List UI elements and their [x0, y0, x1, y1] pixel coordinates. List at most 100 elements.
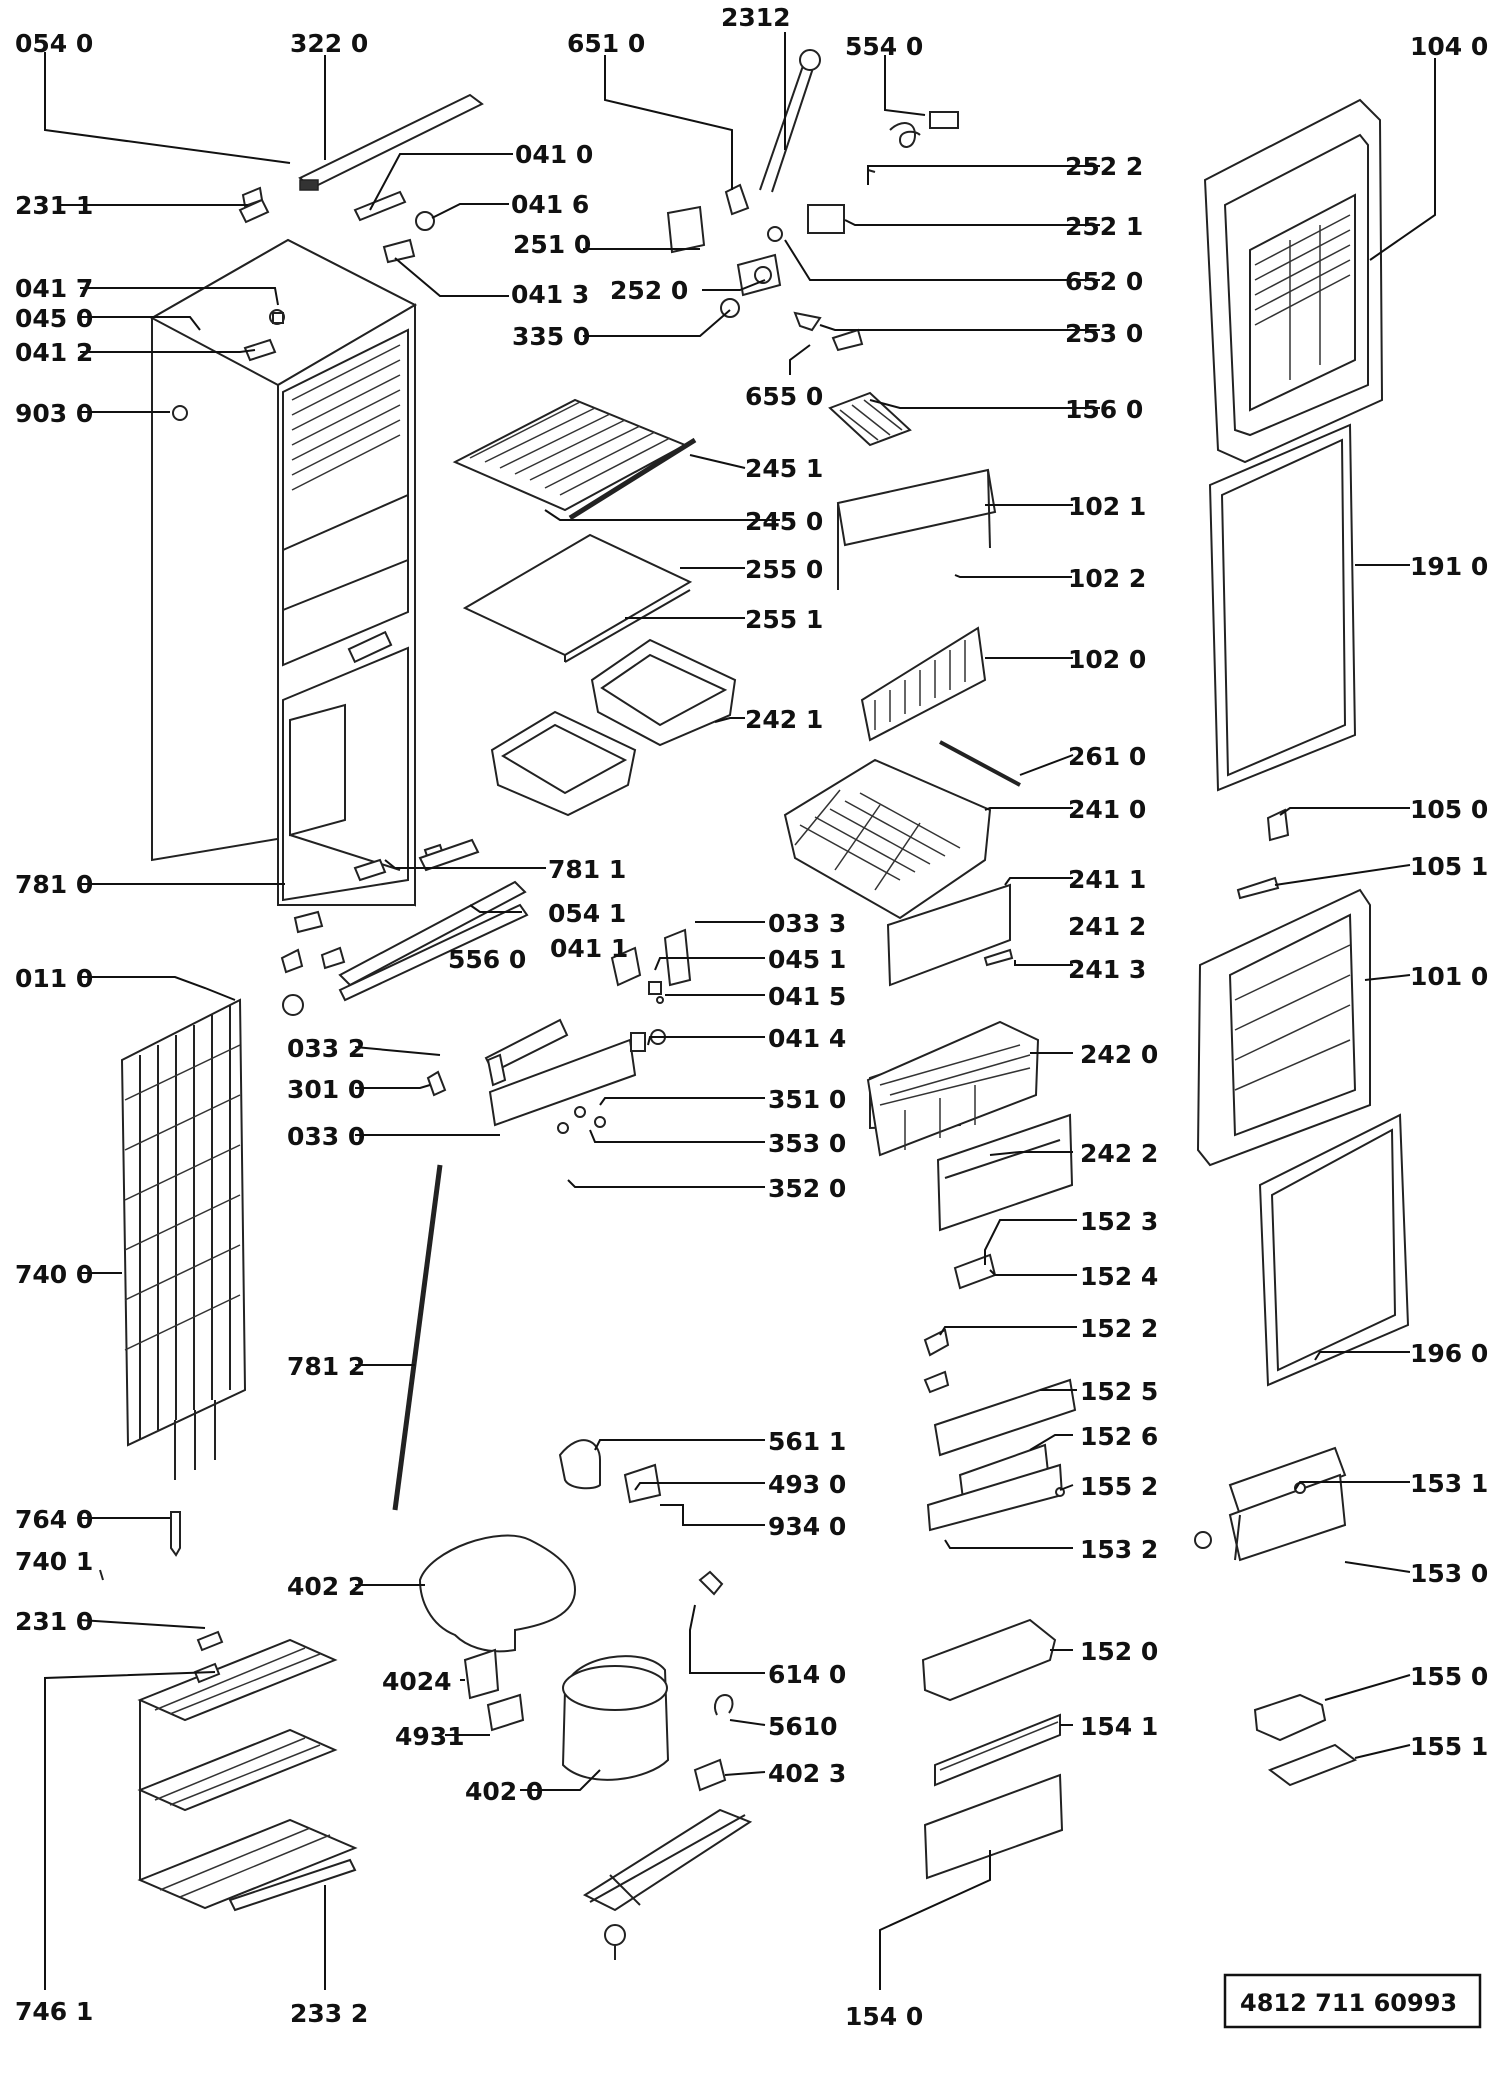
part-label: 4931	[395, 1722, 465, 1751]
part-label: 253 0	[1065, 319, 1143, 348]
part-label: 102 2	[1068, 564, 1146, 593]
part-label: 054 1	[548, 899, 626, 928]
part-label: 740 1	[15, 1547, 93, 1576]
part-label: 352 0	[768, 1174, 846, 1203]
part-label: 335 0	[512, 322, 590, 351]
part-label: 196 0	[1410, 1339, 1488, 1368]
doors	[1196, 98, 1410, 1387]
part-label: 934 0	[768, 1512, 846, 1541]
part-label: 041 7	[15, 274, 93, 303]
part-label: 652 0	[1065, 267, 1143, 296]
part-label: 2312	[721, 3, 791, 32]
part-label: 255 1	[745, 605, 823, 634]
top-parts	[172, 93, 484, 421]
part-label: 045 0	[15, 304, 93, 333]
part-label: 104 0	[1410, 32, 1488, 61]
condenser	[120, 998, 247, 1557]
part-label: 102 1	[1068, 492, 1146, 521]
part-label: 152 0	[1080, 1637, 1158, 1666]
part-label: 5610	[768, 1712, 838, 1741]
part-label: 241 3	[1068, 955, 1146, 984]
part-label: 154 0	[845, 2002, 923, 2031]
part-label: 301 0	[287, 1075, 365, 1104]
part-label: 242 1	[745, 705, 823, 734]
part-label: 746 1	[15, 1997, 93, 2026]
part-label: 041 2	[15, 338, 93, 367]
part-label: 781 0	[15, 870, 93, 899]
crisper-drawers	[490, 638, 737, 817]
part-label: 033 3	[768, 909, 846, 938]
part-label: 153 0	[1410, 1559, 1488, 1588]
part-label: 154 1	[1080, 1712, 1158, 1741]
part-label: 241 1	[1068, 865, 1146, 894]
part-label: 242 0	[1080, 1040, 1158, 1069]
part-label: 251 0	[513, 230, 591, 259]
part-label: 155 0	[1410, 1662, 1488, 1691]
part-label: 556 0	[448, 945, 526, 974]
document-number: 4812 711 60993	[1240, 1989, 1457, 2017]
part-label: 245 0	[745, 507, 823, 536]
part-label: 153 2	[1080, 1535, 1158, 1564]
part-label: 041 6	[511, 190, 589, 219]
part-label: 651 0	[567, 29, 645, 58]
document-number-box: 4812 711 60993	[1223, 1973, 1482, 2029]
part-label: 322 0	[290, 29, 368, 58]
part-label: 781 1	[548, 855, 626, 884]
part-label: 155 1	[1410, 1732, 1488, 1761]
part-label: 351 0	[768, 1085, 846, 1114]
part-label: 155 2	[1080, 1472, 1158, 1501]
part-label: 152 3	[1080, 1207, 1158, 1236]
part-label: 191 0	[1410, 552, 1488, 581]
evaporator	[137, 1630, 358, 1912]
part-label: 554 0	[845, 32, 923, 61]
leader-lines	[44, 32, 1436, 1990]
compressor-area	[418, 1439, 753, 1960]
part-label: 233 2	[290, 1999, 368, 2028]
part-label: 152 4	[1080, 1262, 1158, 1291]
part-label: 241 2	[1068, 912, 1146, 941]
part-label: 105 1	[1410, 852, 1488, 881]
refrigerator-cabinet	[149, 238, 418, 907]
part-label: 041 0	[515, 140, 593, 169]
part-label: 231 0	[15, 1607, 93, 1636]
door-shelves-and-baskets	[783, 468, 1074, 1232]
part-label: 152 6	[1080, 1422, 1158, 1451]
part-label: 252 0	[610, 276, 688, 305]
bottom-parts	[99, 1569, 104, 1581]
part-label: 903 0	[15, 399, 93, 428]
part-label: 152 2	[1080, 1314, 1158, 1343]
door-bins	[921, 1253, 1358, 1880]
part-label: 561 1	[768, 1427, 846, 1456]
part-label: 156 0	[1065, 395, 1143, 424]
part-label: 105 0	[1410, 795, 1488, 824]
part-label: 041 3	[511, 280, 589, 309]
part-labels: 054 0 322 0 651 0 2312 554 0 104 0 041 0…	[15, 3, 1488, 2031]
part-label: 402 2	[287, 1572, 365, 1601]
part-label: 781 2	[287, 1352, 365, 1381]
part-label: 102 0	[1068, 645, 1146, 674]
part-label: 614 0	[768, 1660, 846, 1689]
part-label: 655 0	[745, 382, 823, 411]
part-label: 261 0	[1068, 742, 1146, 771]
part-label: 740 0	[15, 1260, 93, 1289]
part-label: 041 5	[768, 982, 846, 1011]
parts-illustration	[99, 49, 1410, 1960]
part-label: 152 5	[1080, 1377, 1158, 1406]
part-label: 054 0	[15, 29, 93, 58]
part-label: 252 1	[1065, 212, 1143, 241]
part-label: 252 2	[1065, 152, 1143, 181]
part-label: 353 0	[768, 1129, 846, 1158]
part-label: 245 1	[745, 454, 823, 483]
part-label: 255 0	[745, 555, 823, 584]
part-label: 101 0	[1410, 962, 1488, 991]
part-label: 033 0	[287, 1122, 365, 1151]
part-label: 241 0	[1068, 795, 1146, 824]
part-label: 041 4	[768, 1024, 846, 1053]
part-label: 402 3	[768, 1759, 846, 1788]
part-label: 153 1	[1410, 1469, 1488, 1498]
part-label: 493 0	[768, 1470, 846, 1499]
part-label: 011 0	[15, 964, 93, 993]
part-label: 041 1	[550, 934, 628, 963]
part-label: 764 0	[15, 1505, 93, 1534]
part-label: 242 2	[1080, 1139, 1158, 1168]
